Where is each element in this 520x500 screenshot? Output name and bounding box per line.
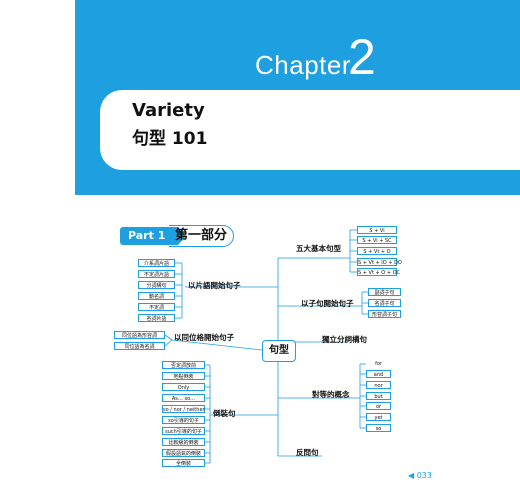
chapter-title-english: Variety — [132, 100, 205, 121]
leaf-box: yet — [366, 413, 391, 421]
leaf-box: 不定詞 — [138, 303, 175, 311]
leaf-box: S + Vi — [357, 226, 397, 234]
leaf-box: 全倒裝 — [162, 459, 205, 467]
leaf-box: 名詞子句 — [368, 299, 401, 307]
leaf-box: As… so… — [162, 394, 205, 402]
leaf-box: Only — [162, 383, 205, 391]
page-number: ◀ 033 — [408, 471, 432, 480]
leaf-box: S + Vt + IO + DO — [357, 258, 402, 266]
part-name: 第一部分 — [169, 225, 234, 247]
branch-label-absolute: 獨立分詞構句 — [322, 335, 367, 344]
leaf-box: 同位語為名詞 — [114, 342, 165, 350]
branch-label-rhetorical-question: 反問句 — [296, 448, 319, 457]
chapter-title-chinese: 句型 101 — [132, 129, 208, 149]
leaf-box: 介系詞片語 — [138, 259, 175, 267]
leaf-box: so — [366, 424, 391, 432]
leaf-box: 同位語為形容詞 — [114, 331, 165, 339]
branch-label-phrase-start: 以片語開始句子 — [188, 281, 241, 290]
leaf-box: S + Vi + SC — [357, 236, 397, 244]
chapter-word: Chapter — [255, 50, 351, 80]
leaf-box: 假設語氣的倒裝 — [162, 449, 205, 457]
leaf-box: for — [366, 360, 391, 368]
branch-label-coordination: 對等的概念 — [312, 390, 350, 399]
leaf-box: 動名詞 — [138, 292, 175, 300]
title-card — [100, 90, 520, 170]
part-tag: Part 1 — [120, 227, 186, 245]
branch-label-inversion: 倒裝句 — [213, 409, 236, 418]
leaf-box: 副詞子句 — [368, 288, 401, 296]
leaf-box: and — [366, 370, 391, 378]
leaf-box: such引導的句子 — [162, 427, 205, 435]
leaf-box: S + Vt + O — [357, 247, 397, 255]
leaf-box: or — [366, 402, 391, 410]
leaf-box: 比較級的倒裝 — [162, 438, 205, 446]
mindmap-center-node: 句型 — [262, 340, 296, 362]
leaf-box: so引導的句子 — [162, 416, 205, 424]
branch-label-basic-patterns: 五大基本句型 — [296, 244, 341, 253]
leaf-box: nor — [366, 381, 391, 389]
leaf-box: 形容詞子句 — [368, 310, 401, 318]
branch-label-clause-start: 以子句開始句子 — [301, 299, 354, 308]
leaf-box: 不定詞片語 — [138, 270, 175, 278]
leaf-box: 否定詞放前 — [162, 361, 205, 369]
leaf-box: S + Vt + O + OC — [357, 268, 401, 276]
chapter-number: 2 — [348, 29, 376, 85]
leaf-box: 分詞構句 — [138, 281, 175, 289]
leaf-box: 名詞片語 — [138, 314, 175, 322]
leaf-box: but — [366, 392, 391, 400]
leaf-box: so / nor / neither — [162, 405, 205, 413]
leaf-box: 地點倒裝 — [162, 372, 205, 380]
branch-label-appositive: 以同位格開始句子 — [174, 333, 234, 342]
